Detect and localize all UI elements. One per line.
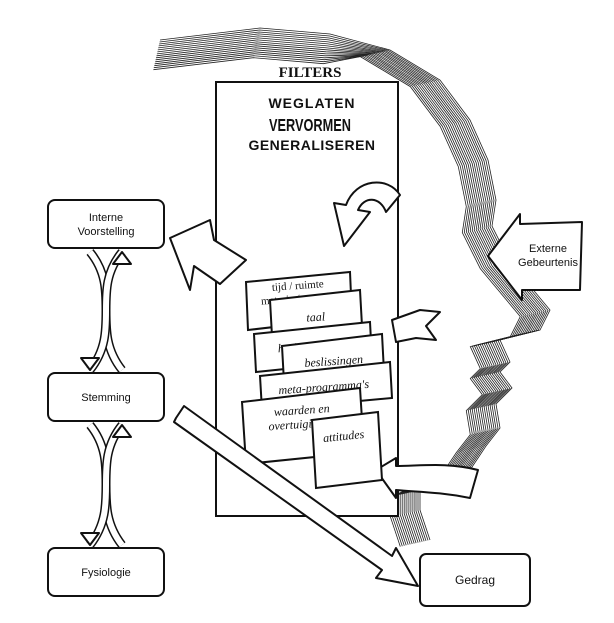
interne-line-1: Interne [89, 212, 123, 224]
fysiologie-box [47, 547, 165, 597]
externe-gebeurtenis-arrow [487, 213, 583, 301]
head-contour-line [159, 29, 549, 541]
head-contour-line [158, 35, 543, 542]
externe-line-2: Gebeurtenis [518, 257, 578, 269]
head-contour-line [156, 43, 535, 544]
braid-arrowhead [112, 424, 132, 438]
arrow-external-to-filters [391, 309, 441, 343]
head-contour-line [153, 55, 523, 547]
head-contour-line [157, 39, 539, 543]
card-tijd-line1: tijd / ruimte [271, 278, 324, 294]
head-contour-line [156, 41, 537, 544]
arrow-to-gedrag [173, 405, 419, 587]
head-contour-line [157, 37, 541, 543]
braid-arrowhead [80, 357, 100, 371]
head-contour-line [158, 33, 545, 542]
head-contour-line [155, 45, 533, 545]
fysiologie-label: Fysiologie [81, 567, 131, 579]
head-contour-line [155, 49, 529, 545]
head-contour-line [154, 53, 525, 546]
card-attitudes [310, 410, 384, 490]
arrow-to-interne-voorstelling [169, 219, 247, 291]
stemming-box [47, 372, 165, 422]
braid-arrowhead [112, 251, 132, 265]
gedrag-label: Gedrag [455, 573, 495, 587]
head-contour-line [159, 27, 551, 541]
gedrag-box [419, 553, 531, 607]
stemming-label: Stemming [81, 392, 131, 404]
braid-strand-inner [87, 423, 125, 547]
card-waarden-line1: waarden en [273, 401, 330, 419]
interne-line-2: Voorstelling [78, 226, 135, 238]
curved-arrow-icon [333, 181, 401, 247]
process-weglaten: WEGLATEN [268, 95, 355, 111]
head-profile-icon [153, 27, 551, 547]
head-contour-line [153, 56, 521, 547]
card-taal-text: taal [306, 309, 326, 324]
filters-heading: FILTERS [279, 65, 342, 81]
braid-arrow-icon [80, 249, 132, 373]
filter-cards: tijd / ruimte materie / energie taal her… [240, 270, 394, 490]
card-attitudes-text: attitudes [322, 427, 365, 445]
externe-line-1: Externe [529, 243, 567, 255]
head-contour-line [155, 47, 531, 545]
process-generaliseren: GENERALISEREN [248, 137, 375, 153]
head-contour-line [159, 31, 547, 542]
braid-arrowhead [80, 532, 100, 546]
arrow-attitudes-return [375, 457, 479, 499]
head-contour-line [154, 51, 527, 546]
interne-voorstelling-box [47, 199, 165, 249]
process-vervormen: VERVORMEN [269, 116, 351, 135]
braid-strand-inner [87, 250, 125, 372]
braid-arrow-icon [80, 422, 132, 548]
